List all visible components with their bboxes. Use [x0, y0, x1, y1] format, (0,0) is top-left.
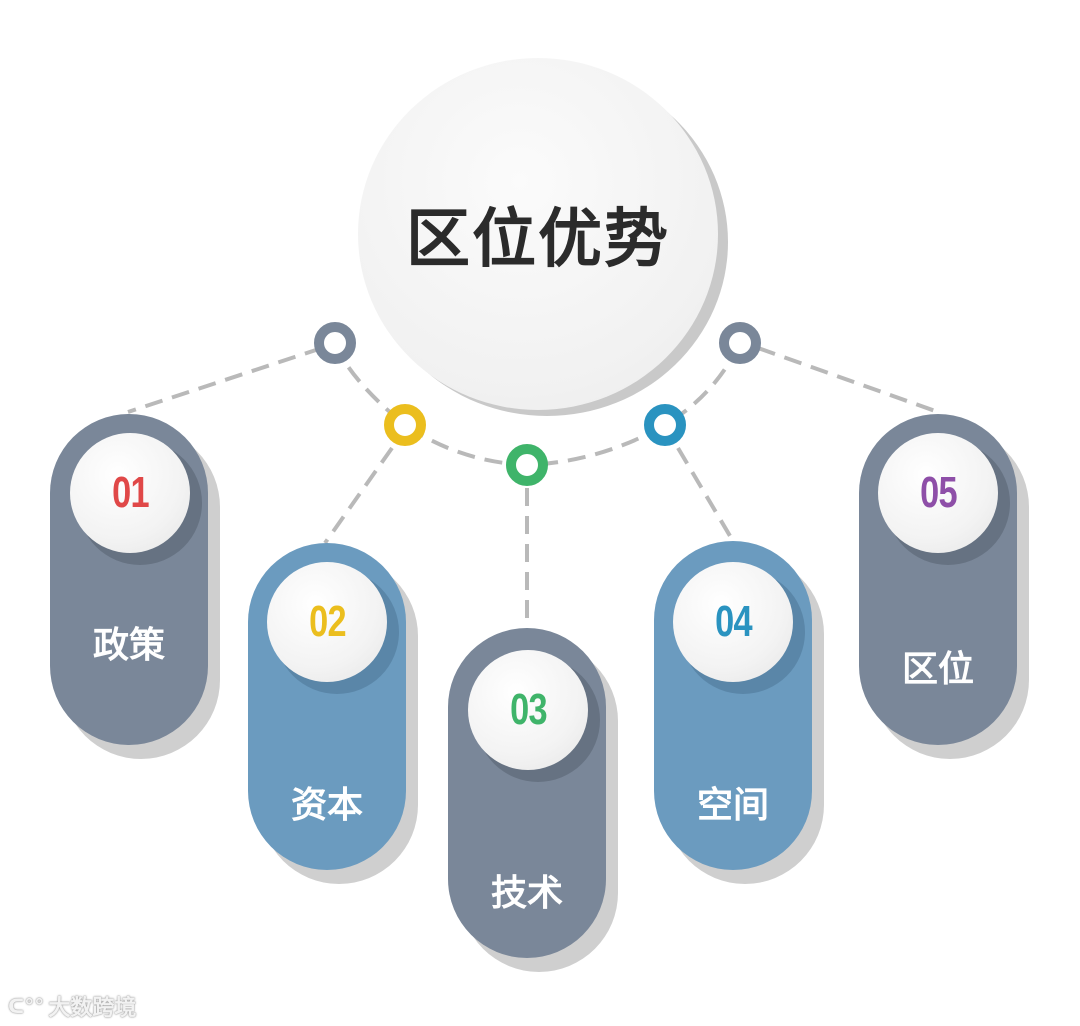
- item-number: 04: [714, 597, 752, 646]
- logo-icon: ᑕ°°: [8, 994, 45, 1018]
- item-label: 技术: [490, 873, 563, 914]
- connector-04: [676, 446, 735, 543]
- item-label: 空间: [696, 785, 769, 826]
- item-number: 05: [919, 468, 957, 517]
- main-title: 区位优势: [406, 203, 670, 277]
- connector-01: [127, 346, 323, 414]
- node-05-ring-icon: [719, 322, 761, 364]
- item-label: 政策: [92, 625, 165, 666]
- num-03-circle: 03: [468, 650, 588, 770]
- node-02-ring-icon: [384, 404, 426, 446]
- item-number: 03: [509, 685, 547, 734]
- item-label: 区位: [901, 649, 974, 690]
- item-number: 01: [111, 468, 149, 517]
- num-04-circle: 04: [673, 562, 793, 682]
- num-02-circle: 02: [267, 562, 387, 682]
- node-01-ring-icon: [314, 322, 356, 364]
- watermark: ᑕ°° 大数跨境: [8, 990, 136, 1022]
- watermark-text: 大数跨境: [48, 996, 137, 1021]
- num-05-circle: 05: [878, 433, 998, 553]
- connector-05: [757, 346, 939, 414]
- node-03-ring-icon: [506, 444, 548, 486]
- connector-02: [323, 446, 394, 545]
- num-01-circle: 01: [70, 433, 190, 553]
- main-circle: 区位优势: [358, 58, 718, 410]
- item-label: 资本: [290, 785, 363, 826]
- node-04-ring-icon: [644, 404, 686, 446]
- item-number: 02: [308, 597, 346, 646]
